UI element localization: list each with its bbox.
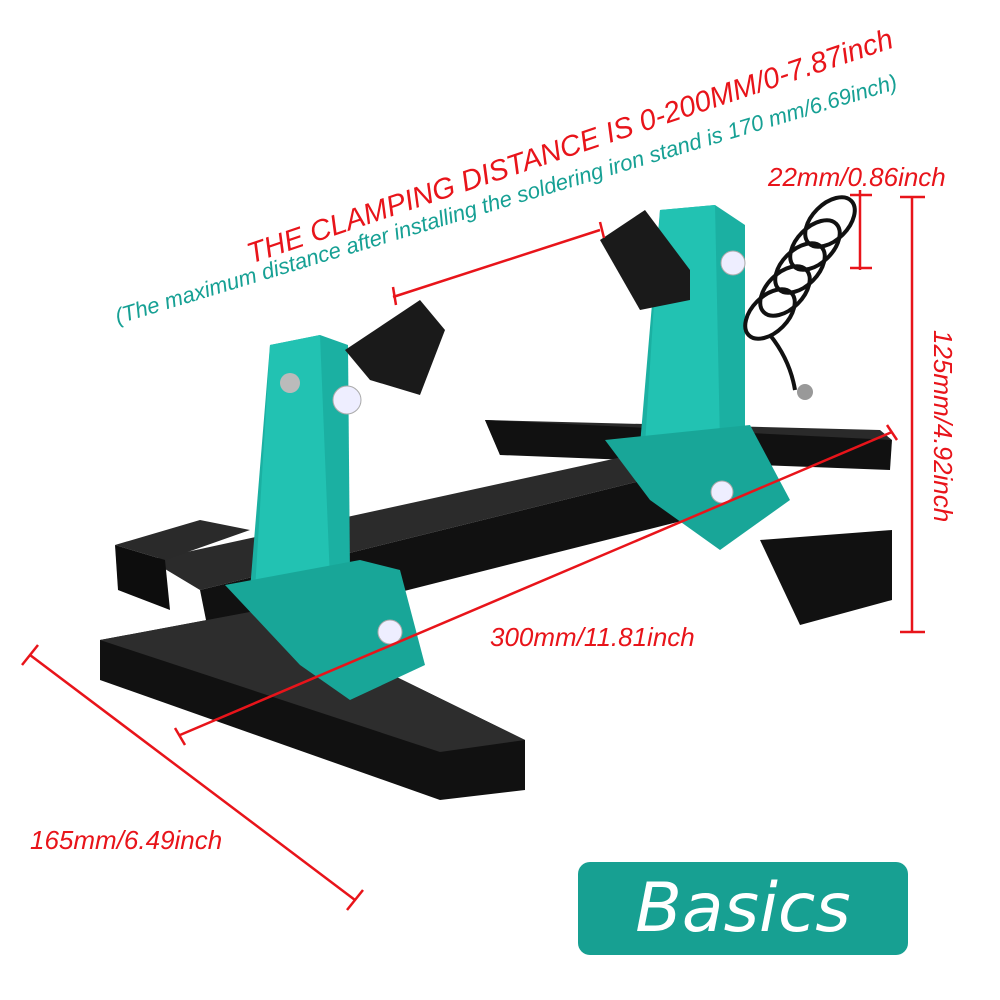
height-label: 125mm/4.92inch — [928, 330, 958, 523]
basics-badge: Basics — [578, 862, 908, 955]
width-label: 165mm/6.49inch — [30, 825, 223, 855]
screw-icon — [280, 373, 300, 393]
right-jaw — [600, 210, 690, 310]
thumb-screw-icon — [332, 385, 362, 415]
left-arm-face — [255, 335, 330, 590]
front-foot-top-face — [100, 610, 525, 752]
right-slider — [605, 425, 790, 550]
thumb-screw-icon — [720, 250, 746, 276]
left-slider — [225, 560, 425, 700]
left-jaw — [345, 300, 445, 395]
right-foot — [760, 530, 892, 625]
spring-diameter-label: 22mm/0.86inch — [768, 162, 946, 192]
screw-icon — [797, 384, 813, 400]
thumb-screw-icon — [710, 480, 734, 504]
iron-holder-spring — [743, 195, 857, 391]
dimension-lines — [21, 190, 925, 911]
front-foot-top — [115, 520, 250, 560]
length-label: 300mm/11.81inch — [490, 622, 695, 652]
badge-label: Basics — [635, 869, 851, 948]
left-foot-end — [115, 545, 170, 610]
thumb-screw-icon — [377, 619, 403, 645]
